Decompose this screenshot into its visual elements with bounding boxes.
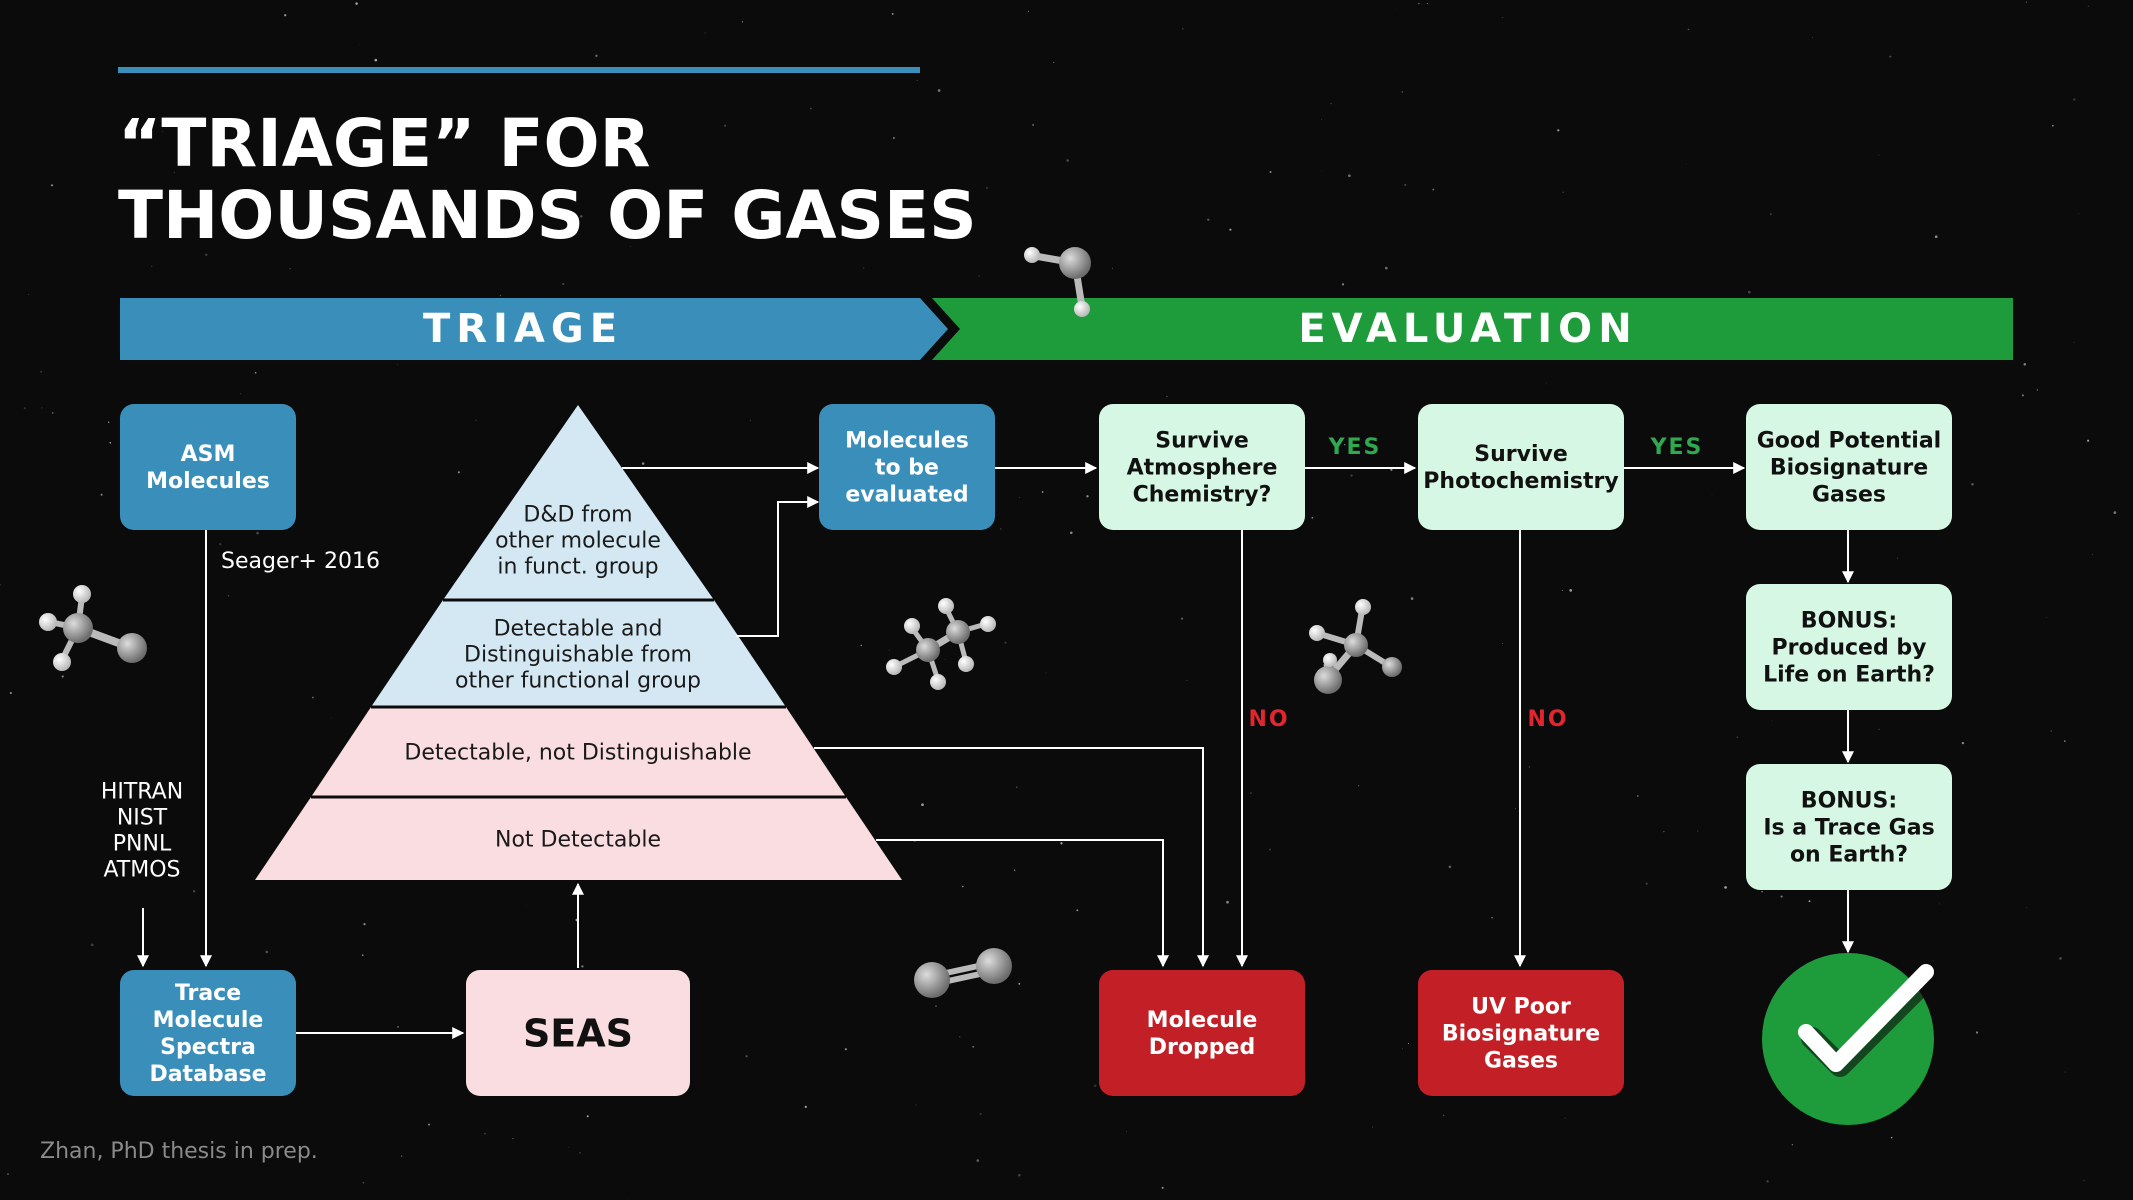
box-survive-atm-label-line: Survive <box>1155 429 1249 454</box>
box-asm-label-line: Molecules <box>146 469 270 494</box>
methyl-molecule-icon <box>39 585 147 671</box>
box-uv-poor-shape <box>1418 970 1624 1096</box>
box-bonus-life-shape <box>1746 584 1952 710</box>
diatomic-molecule-icon <box>914 948 1012 998</box>
box-survive-atm-label-line: Chemistry? <box>1133 483 1272 508</box>
pyramid-tier-4 <box>255 797 902 880</box>
box-dropped-label-line: Molecule <box>1147 1008 1258 1033</box>
box-to-evaluate-shape <box>819 404 995 530</box>
box-survive-atm-label-line: Atmosphere <box>1127 456 1278 481</box>
evaluation-banner <box>932 298 2013 360</box>
box-good-potential-label-line: Good Potential <box>1757 429 1941 454</box>
title-accent-bar <box>118 67 920 73</box>
box-asm-shape <box>120 404 296 530</box>
box-survive-photo-label-line: Photochemistry <box>1423 469 1618 494</box>
pyramid-tier-2-label-line: other functional group <box>455 669 701 694</box>
box-survive-atm-shape <box>1099 404 1305 530</box>
no-label-1: NO <box>1248 707 1289 732</box>
ethane-molecule-icon <box>886 598 996 690</box>
triage-banner <box>120 298 948 360</box>
box-uv-poor-label-line: Biosignature <box>1442 1022 1600 1047</box>
connector-tier2-to-evaluate <box>736 496 820 637</box>
pyramid-tier-2-label-line: Detectable and <box>494 617 663 642</box>
box-bonus-trace-shape <box>1746 764 1952 890</box>
pyramid-tier-1 <box>443 405 714 600</box>
box-to-evaluate-label-line: Molecules <box>845 429 969 454</box>
no-label-2: NO <box>1527 707 1568 732</box>
box-bonus-trace-label-line: on Earth? <box>1790 843 1908 868</box>
water-molecule-icon <box>1024 247 1091 317</box>
evaluation-banner-label: EVALUATION <box>1298 306 1637 352</box>
box-to-evaluate-label-line: evaluated <box>845 483 968 508</box>
box-seas-shape <box>466 970 690 1096</box>
box-seas-label-line: SEAS <box>523 1011 633 1055</box>
connector-tier3-to-dropped <box>814 747 1209 968</box>
box-bonus-life-label-line: Produced by <box>1772 636 1927 661</box>
pyramid-tier-4-label-line: Not Detectable <box>495 828 661 853</box>
database-name-line: HITRAN <box>101 780 183 805</box>
yes-label-1: YES <box>1328 435 1382 460</box>
box-bonus-life-label-line: Life on Earth? <box>1763 663 1935 688</box>
box-trace-db-shape <box>120 970 296 1096</box>
pyramid-tier-2 <box>371 600 786 707</box>
connector-tier4-to-dropped <box>876 839 1169 968</box>
pyramid-tier-2-label-line: Distinguishable from <box>464 643 692 668</box>
pyramid-tier-1-label-line: other molecule <box>495 529 661 554</box>
box-uv-poor-label-line: UV Poor <box>1471 995 1571 1020</box>
page-title-line2: THOUSANDS OF GASES <box>118 177 977 254</box>
box-to-evaluate-label-line: to be <box>875 456 939 481</box>
box-survive-photo-shape <box>1418 404 1624 530</box>
database-name-line: ATMOS <box>103 858 180 883</box>
pyramid-tier-1-label-line: D&D from <box>523 503 632 528</box>
box-trace-db-label-line: Molecule <box>153 1008 264 1033</box>
seager-citation: Seager+ 2016 <box>221 549 380 574</box>
box-survive-photo-label-line: Survive <box>1474 442 1568 467</box>
detectability-pyramid <box>255 405 902 880</box>
pyramid-tier-3 <box>311 707 846 797</box>
box-good-potential-label-line: Biosignature <box>1770 456 1928 481</box>
credit-text: Zhan, PhD thesis in prep. <box>40 1139 318 1164</box>
checkmark-icon <box>1762 953 1939 1125</box>
pyramid-tier-1-label-line: in funct. group <box>497 555 658 580</box>
branched-molecule-icon <box>1309 599 1402 694</box>
database-name-line: PNNL <box>113 832 172 857</box>
box-uv-poor-label-line: Gases <box>1484 1049 1558 1074</box>
box-dropped-shape <box>1099 970 1305 1096</box>
box-good-potential-label-line: Gases <box>1812 483 1886 508</box>
pyramid-tier-3-label-line: Detectable, not Distinguishable <box>404 741 751 766</box>
triage-banner-label: TRIAGE <box>423 306 623 352</box>
box-bonus-trace-label-line: Is a Trace Gas <box>1763 816 1934 841</box>
yes-label-2: YES <box>1650 435 1704 460</box>
box-trace-db-label-line: Database <box>149 1062 266 1087</box>
box-trace-db-label-line: Trace <box>175 981 241 1006</box>
box-dropped-label-line: Dropped <box>1149 1035 1255 1060</box>
box-trace-db-label-line: Spectra <box>160 1035 256 1060</box>
box-good-potential-shape <box>1746 404 1952 530</box>
connectors <box>137 462 1854 1039</box>
database-name-line: NIST <box>117 806 168 831</box>
box-seas: SEAS <box>466 970 690 1096</box>
box-bonus-trace-label-line: BONUS: <box>1801 789 1897 814</box>
page-title-line1: “TRIAGE” FOR <box>118 105 650 182</box>
box-asm-label-line: ASM <box>181 442 236 467</box>
box-bonus-life-label-line: BONUS: <box>1801 609 1897 634</box>
